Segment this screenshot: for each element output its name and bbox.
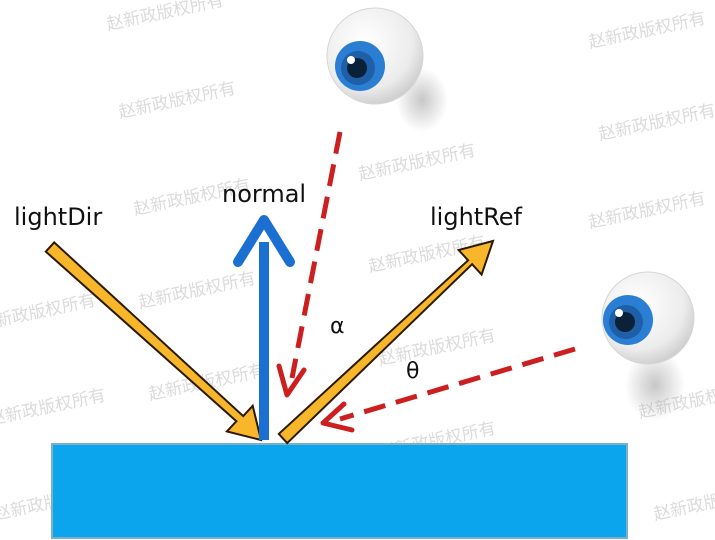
view-arrow-top xyxy=(276,131,343,398)
view-arrow-right xyxy=(320,346,576,433)
normal-arrow xyxy=(233,215,295,440)
watermark-text: 赵新政版权所有 xyxy=(597,101,715,145)
watermark-text: 赵新政版权所有 xyxy=(137,269,258,313)
light-reflected-label: lightRef xyxy=(430,203,523,231)
watermark-text: 赵新政版权所有 xyxy=(0,291,97,335)
light-direction-label: lightDir xyxy=(14,203,102,231)
light-direction-arrow xyxy=(44,240,263,442)
light-reflected-arrow xyxy=(277,239,495,445)
eye-icon xyxy=(601,271,695,421)
watermark-text: 赵新政版权所有 xyxy=(117,79,238,123)
watermark-text: 赵新政版权所有 xyxy=(652,481,715,525)
watermark-text: 赵新政版权所有 xyxy=(587,189,708,233)
reflective-surface xyxy=(51,443,628,539)
eye-icon xyxy=(326,7,448,132)
alpha-angle-label: α xyxy=(330,314,345,339)
normal-label: normal xyxy=(222,180,306,208)
theta-angle-label: θ xyxy=(406,359,419,384)
watermark-text: 赵新政版权所有 xyxy=(0,386,107,430)
watermark-text: 赵新政版权所有 xyxy=(357,141,478,185)
watermark-text: 赵新政版权所有 xyxy=(105,0,226,35)
watermark-text: 赵新政版权所有 xyxy=(587,9,708,53)
